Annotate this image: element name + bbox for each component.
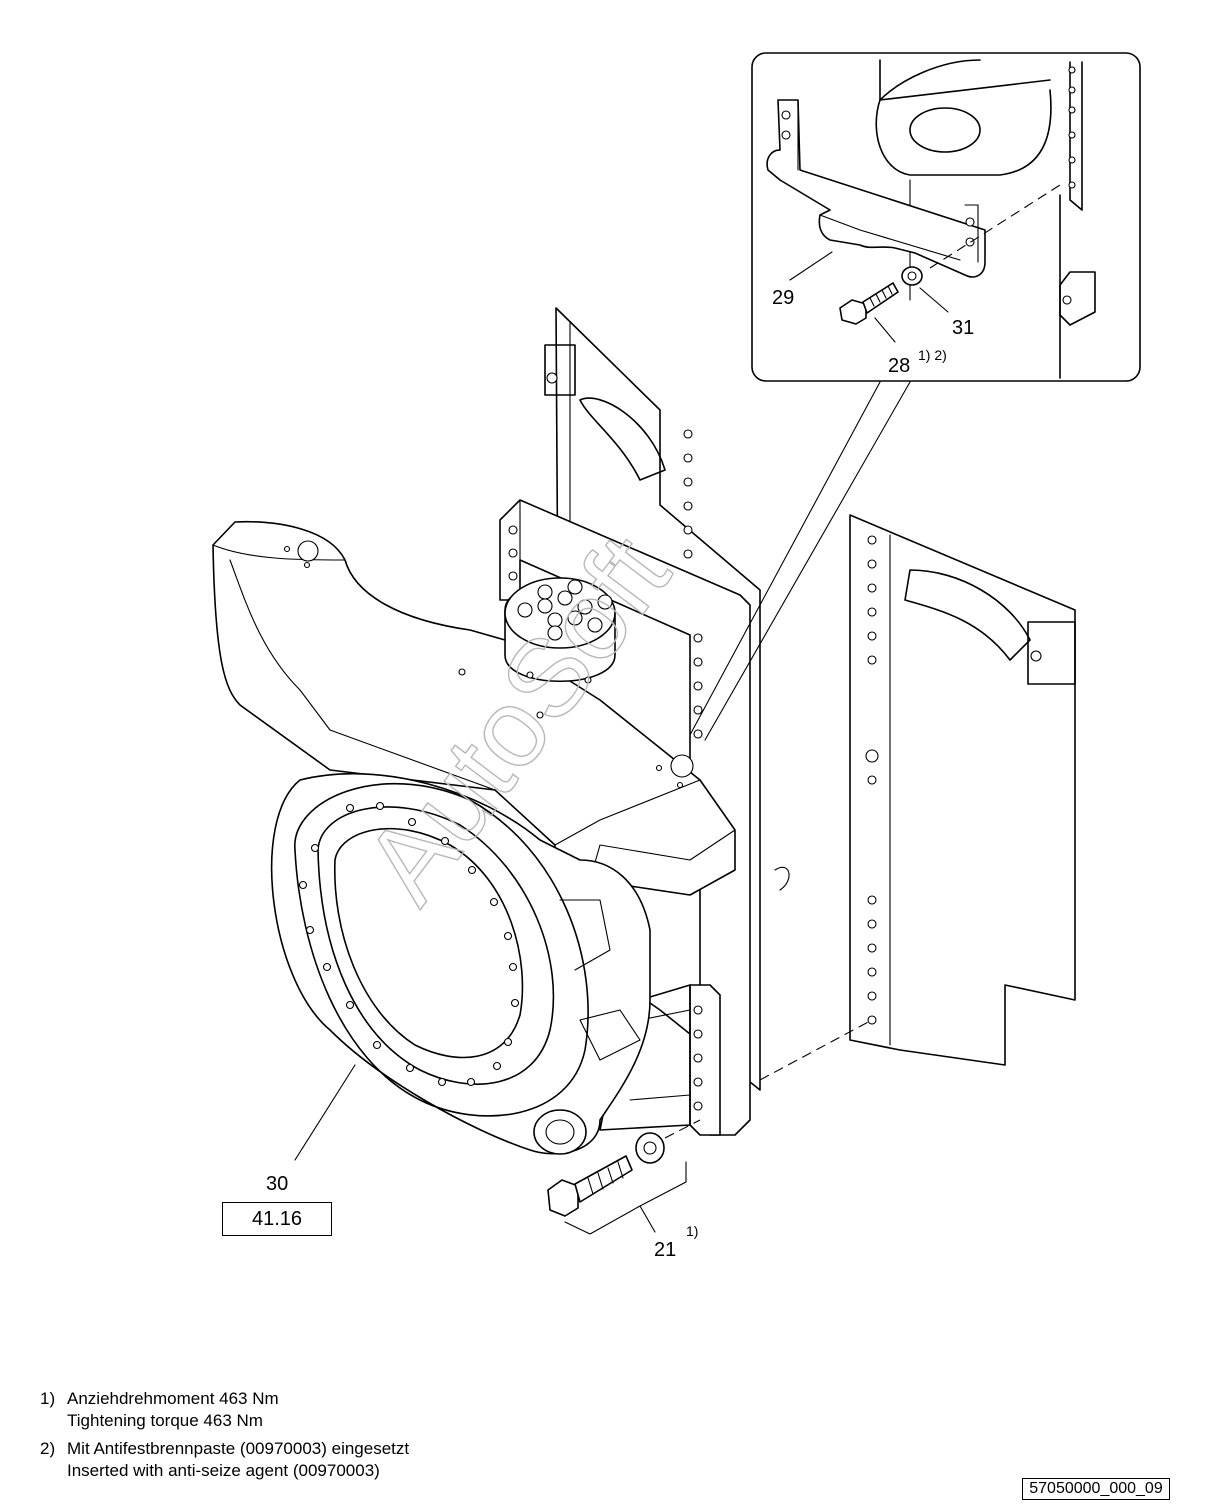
footnote-1-number: 1) <box>40 1389 56 1408</box>
detail-inset <box>751 52 1141 382</box>
footnotes: 1) Anziehdrehmoment 463 Nm Tightening tor… <box>40 1388 409 1488</box>
footnote-2-english: Inserted with anti-seize agent (00970003… <box>67 1461 380 1480</box>
callout-28: 28 <box>888 355 910 377</box>
steering-knuckle <box>212 520 736 1155</box>
inset-leader-line-a <box>689 381 881 736</box>
footnote-2-number: 2) <box>40 1439 56 1458</box>
bolt-and-washer-21 <box>547 1132 687 1235</box>
callout-31: 31 <box>952 317 974 339</box>
footnote-2-german: Mit Antifestbrennpaste (00970003) einges… <box>67 1439 410 1458</box>
reference-box: 41.16 <box>222 1202 332 1236</box>
callout-29: 29 <box>772 287 794 309</box>
callout-21: 21 <box>654 1239 676 1261</box>
footnote-1-german: Anziehdrehmoment 463 Nm <box>67 1389 279 1408</box>
callout-30: 30 <box>266 1173 288 1195</box>
assembly-line-frame <box>759 1019 873 1081</box>
inset-leader-line-b <box>704 381 911 741</box>
footnote-2: 2) Mit Antifestbrennpaste (00970003) eing… <box>40 1438 409 1482</box>
callout-21-footnote: 1) <box>686 1223 698 1239</box>
footnote-1-english: Tightening torque 463 Nm <box>67 1411 263 1430</box>
footnote-1: 1) Anziehdrehmoment 463 Nm Tightening tor… <box>40 1388 409 1432</box>
callout-28-footnote: 1) 2) <box>918 347 947 363</box>
assembly-line-bolt <box>664 1119 701 1139</box>
document-id: 57050000_000_09 <box>1022 1478 1170 1500</box>
leader-30 <box>294 1064 356 1161</box>
